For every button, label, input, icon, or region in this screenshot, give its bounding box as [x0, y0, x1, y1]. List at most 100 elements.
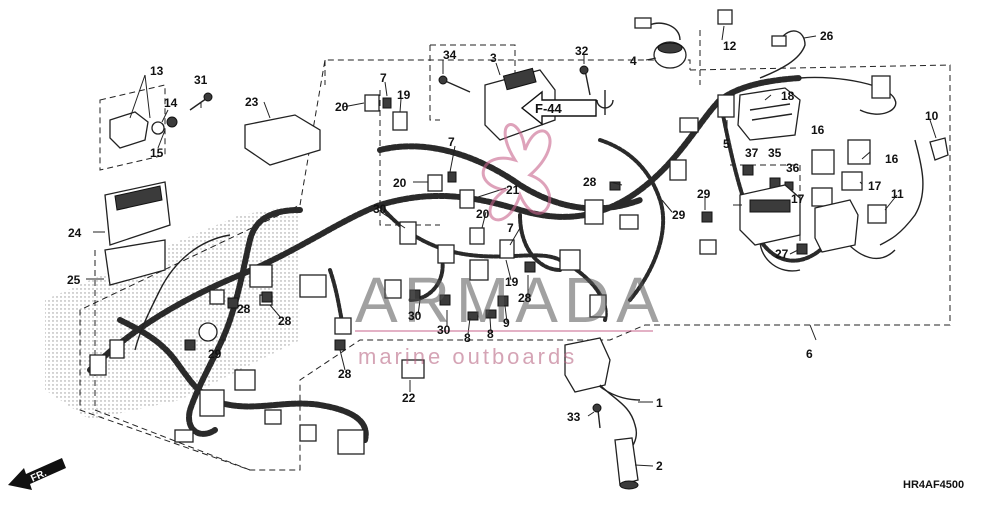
- relay-dashed-group: [379, 90, 440, 226]
- label-part-5: 5: [723, 137, 730, 151]
- figure-code: HR4AF4500: [903, 479, 964, 491]
- label-part-29-a: 29: [697, 187, 711, 201]
- clip-30-a: [439, 294, 451, 306]
- part-19-relay-upper: [392, 111, 408, 131]
- label-part-29-b: 29: [672, 208, 686, 222]
- label-part-35: 35: [768, 146, 782, 160]
- part-17-relay-right: [841, 171, 863, 191]
- part-2-cap-end: [619, 480, 639, 490]
- label-part-28-b: 28: [518, 291, 532, 305]
- connector-o: [209, 289, 225, 305]
- label-part-32: 32: [575, 44, 589, 58]
- fuse-holder-slots: [749, 199, 791, 213]
- connector-q: [89, 354, 107, 376]
- label-part-8-b: 8: [487, 327, 494, 341]
- reference-label: F-44: [535, 101, 563, 116]
- part-17-relay-left: [811, 187, 833, 207]
- part-22-connector: [401, 359, 425, 379]
- label-part-33: 33: [567, 410, 581, 424]
- label-part-25: 25: [67, 273, 81, 287]
- clip-8-b: [485, 309, 497, 319]
- part-1-coil: [564, 337, 611, 393]
- clip-29-b: [184, 339, 196, 351]
- label-part-37: 37: [745, 146, 759, 160]
- clip-28-c: [261, 291, 273, 303]
- label-part-28-e: 28: [338, 367, 352, 381]
- label-part-24: 24: [68, 226, 82, 240]
- label-part-26: 26: [820, 29, 834, 43]
- part-7-relay-center: [447, 171, 457, 183]
- connector-f: [249, 264, 273, 288]
- part-26-plug: [771, 35, 787, 47]
- label-part-9: 9: [503, 316, 510, 330]
- part-20-relay-center: [427, 174, 443, 192]
- label-part-19-b: 19: [505, 275, 519, 289]
- label-part-7-a: 7: [380, 71, 387, 85]
- clip-30-b: [409, 289, 421, 301]
- switch-dashed-box: [99, 84, 166, 171]
- part-34-bolt-head: [438, 75, 448, 85]
- bracket-dashed-group: [429, 44, 516, 121]
- part-7-relay-upper: [382, 97, 392, 109]
- harness-left-loop: [186, 207, 303, 437]
- label-part-14: 14: [164, 96, 178, 110]
- part-32-bolt-head: [579, 65, 589, 75]
- part-3-connector: [502, 67, 537, 91]
- label-part-20-c: 20: [476, 207, 490, 221]
- label-part-1: 1: [656, 396, 663, 410]
- label-part-7-c: 7: [507, 221, 514, 235]
- clip-28-e: [334, 339, 346, 351]
- connector-h: [584, 199, 604, 225]
- part-20-relay-upper: [364, 94, 380, 112]
- watermark-brand: ARMADA: [355, 264, 665, 336]
- ecu-dashed-frame: [94, 250, 251, 471]
- clip-9: [497, 295, 509, 307]
- part-12-cap: [717, 9, 733, 25]
- part-18-fusebox-ribs: [749, 103, 793, 121]
- connector-top-right: [871, 75, 891, 99]
- connector-c: [469, 259, 489, 281]
- connector-m: [699, 239, 717, 255]
- label-part-31: 31: [194, 73, 208, 87]
- label-part-8-a: 8: [464, 331, 471, 345]
- label-part-28-a: 28: [583, 175, 597, 189]
- label-part-30-b: 30: [408, 309, 422, 323]
- part-2-plug-cap: [614, 437, 639, 486]
- main-harness-trunk: [87, 75, 803, 373]
- part-5-relay: [717, 94, 735, 118]
- part-15-nut: [166, 116, 178, 128]
- harness-lower-left: [117, 317, 369, 443]
- connector-w: [337, 429, 365, 455]
- grommet: [198, 322, 218, 342]
- label-part-15: 15: [150, 146, 164, 160]
- part-number-labels: 1 2 3 4 5 6 7 7 7 8 8 9 10 11 12 13 14 1…: [67, 29, 939, 473]
- connector-l: [669, 159, 687, 181]
- part-16-relay-right: [847, 139, 871, 165]
- part-4-lead: [649, 22, 681, 41]
- connector-u: [174, 429, 194, 443]
- wire-left-connectors: [134, 234, 231, 351]
- reference-arrow-shape: [520, 90, 597, 126]
- connector-e: [299, 274, 327, 298]
- label-part-19-a: 19: [397, 88, 411, 102]
- part-34-bolt: [442, 79, 471, 93]
- label-part-13: 13: [150, 64, 164, 78]
- connector-k: [589, 294, 607, 318]
- label-part-36: 36: [786, 161, 800, 175]
- leaders: [86, 25, 937, 467]
- watermark-rule: [355, 330, 653, 332]
- part-32-bolt: [584, 69, 591, 96]
- label-part-20-a: 20: [335, 100, 349, 114]
- part-16-relay-left: [811, 149, 835, 175]
- label-part-23: 23: [245, 95, 259, 109]
- label-part-17-b: 17: [791, 192, 805, 206]
- part-31-screw-head: [203, 92, 213, 102]
- label-part-20-b: 20: [393, 176, 407, 190]
- label-part-2: 2: [656, 459, 663, 473]
- harness-right-branch: [598, 138, 666, 302]
- wire-coil: [597, 384, 641, 401]
- part-14-collar: [151, 121, 165, 135]
- shaded-frame-region: [45, 205, 300, 420]
